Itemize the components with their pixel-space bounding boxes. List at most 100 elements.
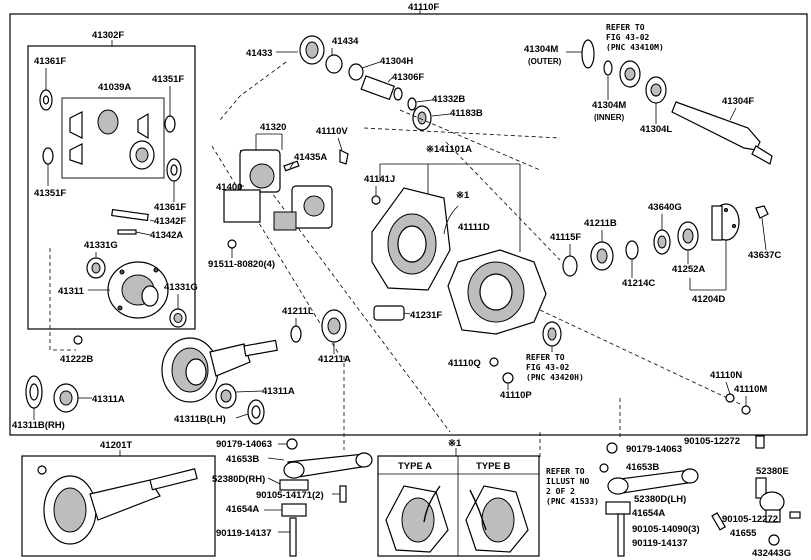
- pinion-washer-top: [164, 115, 176, 133]
- label-91511: 91511-80820(4): [208, 259, 275, 270]
- label-41039A: 41039A: [98, 82, 131, 93]
- ref-43420H-l2: FIG 43-02: [526, 363, 570, 372]
- carrier-housing-41111D: [447, 249, 547, 335]
- diagram-code: 432443G: [752, 548, 791, 559]
- bolt-90105-a: [339, 485, 347, 503]
- label-41433: 41433: [246, 48, 272, 59]
- pinion-shaft: [111, 208, 149, 222]
- label-41306F: 41306F: [392, 72, 424, 83]
- label-41222B: 41222B: [60, 354, 93, 365]
- bracket-52380E: [755, 477, 785, 523]
- nut-41653B-b: [599, 463, 609, 473]
- label-41653B-b: 41653B: [626, 462, 659, 473]
- label-41304L: 41304L: [640, 124, 672, 135]
- label-41311A-left: 41311A: [92, 394, 125, 405]
- ref-43410M-l3: (PNC 43410M): [606, 43, 664, 52]
- bolt-90119-b: [617, 513, 625, 557]
- label-41211L: 41211L: [282, 306, 314, 317]
- bearing-41304H: [348, 63, 364, 81]
- label-41201T: 41201T: [100, 440, 132, 451]
- label-41231F: 41231F: [410, 310, 442, 321]
- straight-pin: [117, 229, 137, 235]
- side-gear-shaft-41304F: [671, 101, 773, 165]
- gasket-type-b: [465, 485, 529, 553]
- label-41654A-a: 41654A: [226, 504, 259, 515]
- label-90179-a: 90179-14063: [216, 439, 272, 450]
- label-41435A: 41435A: [294, 152, 327, 163]
- plug-41110Q: [489, 357, 499, 367]
- ref-43410M-l1: REFER TO: [606, 23, 645, 32]
- label-41110M: 41110M: [734, 384, 767, 395]
- label-90105-c: 90105-12272: [684, 436, 740, 447]
- label-41311B-rh: 41311B(RH): [12, 420, 65, 431]
- ref-43420H-l1: REFER TO: [526, 353, 565, 362]
- label-41110P: 41110P: [500, 390, 532, 401]
- breather-41110V: [339, 149, 349, 165]
- pinion-gear-set: [69, 109, 155, 170]
- ref-41533-l1: REFER TO: [546, 467, 585, 476]
- bolt-41201T: [37, 465, 47, 475]
- gasket-star1: [443, 205, 459, 235]
- label-41302F: 41302F: [92, 30, 124, 41]
- label-41110Q: 41110Q: [448, 358, 481, 369]
- washer-41214C: [625, 240, 639, 260]
- bolt-90105-d: [789, 511, 801, 519]
- label-41400: 41400: [216, 182, 242, 193]
- pinion-washer-bottom: [42, 147, 54, 165]
- label-90105-d: 90105-12272: [722, 514, 778, 525]
- label-41115F: 41115F: [550, 232, 581, 243]
- label-41311B-lh: 41311B(LH): [174, 414, 226, 425]
- differential-case: [107, 261, 169, 319]
- label-41332B: 41332B: [432, 94, 465, 105]
- label-41361F-a: 41361F: [34, 56, 66, 67]
- label-outer: (OUTER): [528, 57, 562, 66]
- label-41653B-a: 41653B: [226, 454, 259, 465]
- label-41211A: 41211A: [318, 354, 351, 365]
- differential-subassembly-frame: [27, 45, 196, 330]
- bolt-90119-a: [289, 517, 297, 557]
- label-type-a: TYPE A: [398, 461, 432, 472]
- label-41342F: 41342F: [154, 216, 186, 227]
- label-41141J: 41141J: [364, 174, 395, 185]
- label-41110V: 41110V: [316, 126, 348, 137]
- label-52380E: 52380E: [756, 466, 789, 477]
- label-41311A-right: 41311A: [262, 386, 295, 397]
- nut-41655: [768, 534, 780, 546]
- label-41655: 41655: [730, 528, 757, 539]
- ref-41533-l3: 2 OF 2: [546, 487, 575, 496]
- bracket-41654A-a: [281, 503, 307, 517]
- label-41110F: 41110F: [408, 2, 439, 13]
- label-41110N: 41110N: [710, 370, 742, 381]
- bolt-41141J: [371, 195, 381, 205]
- label-90105-a: 90105-14171(2): [256, 490, 324, 501]
- label-41304F: 41304F: [722, 96, 754, 107]
- label-41111D: 41111D: [458, 222, 490, 233]
- label-41331G-a: 41331G: [84, 240, 118, 251]
- label-inner: (INNER): [594, 113, 625, 122]
- label-43640G: 43640G: [648, 202, 682, 213]
- label-43637C: 43637C: [748, 250, 781, 261]
- nut-43637C: [755, 205, 769, 219]
- bolt-90105-b: [711, 512, 727, 531]
- label-90119-b: 90119-14137: [632, 538, 687, 549]
- companion-flange-41306F: [360, 75, 403, 101]
- washer-41211L: [290, 325, 302, 343]
- spacer-41434: [325, 54, 343, 74]
- plug-41110P: [502, 372, 514, 384]
- ref-41533-l4: (PNC 41533): [546, 497, 599, 506]
- collar-41231F: [373, 305, 405, 321]
- label-41204D: 41204D: [692, 294, 725, 305]
- ring-gear-41201T: [43, 468, 198, 545]
- type-variant-frame: [377, 455, 540, 557]
- label-52380D-rh: 52380D(RH): [212, 474, 265, 485]
- ring-gear-set-frame: [21, 455, 216, 557]
- snap-ring-41304M-inner: [603, 60, 613, 76]
- plug-41222B: [73, 335, 83, 345]
- ref-43420H-l3: (PNC 43420H): [526, 373, 584, 382]
- label-41101A: ※141101A: [426, 144, 472, 155]
- label-41351F-b: 41351F: [34, 188, 66, 199]
- label-90119-a: 90119-14137: [216, 528, 271, 539]
- plug-41110N: [725, 393, 735, 403]
- label-41304M-inner: 41304M: [592, 100, 626, 111]
